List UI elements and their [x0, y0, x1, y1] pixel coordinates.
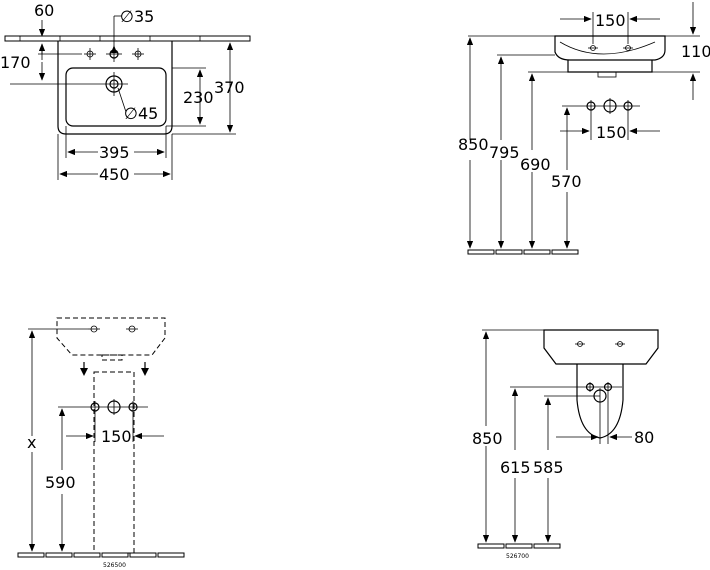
semi-pedestal-view: 850 615 585 80 526700 — [472, 329, 659, 560]
dim-395: 395 — [99, 143, 130, 162]
dim-590: 590 — [45, 473, 76, 492]
model-number-526700: 526700 — [506, 553, 529, 560]
dim-850: 850 — [458, 135, 489, 154]
pedestal-view: x 150 590 526500 — [17, 317, 185, 569]
pedestal-basin — [56, 317, 166, 356]
top-view: 60 170 ∅35 ∅45 230 370 395 450 — [0, 1, 251, 184]
dim-795: 795 — [489, 143, 520, 162]
dim-585: 585 — [533, 458, 564, 477]
dim-60: 60 — [34, 1, 54, 20]
dim-150-ped: 150 — [101, 427, 132, 446]
semi-floor — [477, 543, 561, 549]
side-basin — [554, 35, 666, 61]
dim-450: 450 — [99, 165, 130, 184]
side-view: 150 110 850 795 690 150 — [458, 2, 710, 255]
dim-150-mid: 150 — [596, 123, 627, 142]
dim-x: x — [27, 433, 36, 452]
wall-strip — [4, 35, 251, 42]
dim-150-top: 150 — [595, 11, 626, 30]
dim-690: 690 — [520, 155, 551, 174]
basin-outline — [57, 41, 173, 135]
side-connections — [560, 98, 660, 140]
model-number-526500: 526500 — [103, 562, 126, 569]
semi-basin — [543, 329, 659, 365]
dim-110: 110 — [681, 42, 710, 61]
dim-80: 80 — [634, 428, 654, 447]
dim-850-semi: 850 — [472, 429, 503, 448]
dim-230: 230 — [183, 88, 214, 107]
dim-570: 570 — [551, 172, 582, 191]
dim-d45: ∅45 — [124, 104, 158, 123]
dim-615: 615 — [500, 458, 531, 477]
pedestal-floor — [17, 552, 185, 558]
dim-170: 170 — [0, 53, 31, 72]
dim-370: 370 — [214, 78, 245, 97]
basin-bowl — [65, 67, 167, 127]
side-floor — [467, 249, 579, 255]
dim-d35: ∅35 — [120, 7, 154, 26]
